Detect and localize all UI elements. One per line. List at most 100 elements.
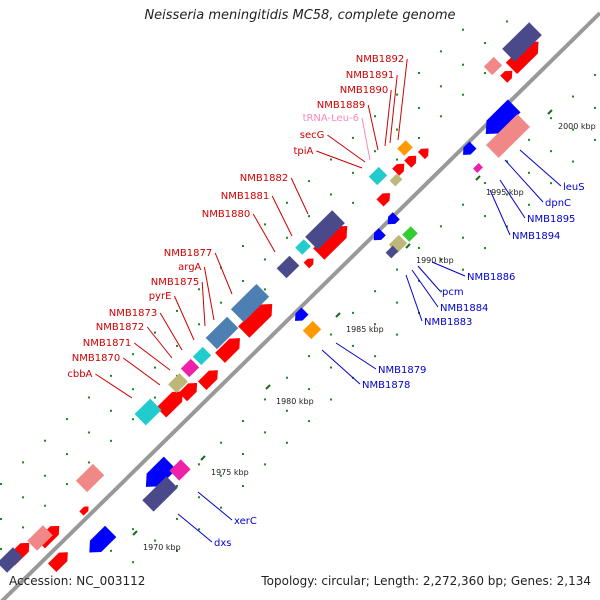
- tick-mark: [265, 384, 271, 390]
- reverse-box-4: [402, 226, 418, 242]
- track-dot: [88, 396, 90, 399]
- forward-box-0-shape: [0, 547, 23, 573]
- track-dot: [132, 561, 134, 564]
- reverse-gene-6-shape: [485, 99, 521, 135]
- gene-label-nmb1871: NMB1871: [83, 338, 131, 349]
- reverse-box-7-shape: [473, 163, 483, 173]
- track-dot: [132, 388, 134, 391]
- track-dot: [176, 309, 178, 312]
- leader-line: [411, 269, 439, 308]
- leader-line: [197, 491, 233, 521]
- track-dot: [550, 182, 552, 185]
- forward-gene-13-shape: [417, 148, 429, 160]
- leader-line: [367, 104, 379, 151]
- forward-gene-3: [156, 391, 183, 418]
- gene-label-nmb1877: NMB1877: [164, 248, 212, 259]
- leader-line: [397, 58, 408, 141]
- forward-box-11: [305, 210, 345, 250]
- reverse-gene-2-shape: [295, 307, 309, 321]
- leader-line: [327, 134, 366, 163]
- forward-gene-1: [47, 552, 68, 572]
- track-dot: [22, 526, 24, 529]
- forward-gene-15-shape: [500, 70, 513, 83]
- leader-line: [519, 149, 562, 187]
- genome-summary: Topology: circular; Length: 2,272,360 bp…: [261, 574, 591, 588]
- track-dot: [22, 496, 24, 499]
- track-dot: [528, 203, 530, 206]
- track-dot: [484, 72, 486, 75]
- gene-label-nmb1875: NMB1875: [151, 277, 199, 288]
- track-dot: [176, 344, 178, 347]
- track-dot: [506, 193, 508, 196]
- tick-mark: [132, 530, 138, 536]
- forward-box-6: [192, 346, 212, 366]
- track-dot: [484, 247, 486, 250]
- track-dot: [286, 201, 288, 204]
- forward-gene-5-shape: [197, 370, 218, 390]
- track-dot: [154, 396, 156, 399]
- gene-label-nmb1894: NMB1894: [512, 231, 560, 242]
- forward-gene-7: [238, 303, 273, 338]
- leader-line: [271, 195, 293, 237]
- track-dot: [462, 203, 464, 206]
- gene-label-nmb1882: NMB1882: [240, 173, 288, 184]
- track-dot: [176, 484, 178, 487]
- forward-gene-14: [505, 41, 539, 75]
- forward-gene-8-shape: [313, 225, 348, 260]
- gene-label-dpnc: dpnC: [545, 198, 571, 209]
- gene-label-nmb1889: NMB1889: [317, 100, 365, 111]
- forward-gene-14-shape: [505, 41, 539, 75]
- track-dot: [462, 268, 464, 271]
- track-dot: [396, 301, 398, 304]
- track-dot: [352, 201, 354, 204]
- gene-label-nmb1886: NMB1886: [467, 272, 515, 283]
- tick-label: 2000 kbp: [558, 122, 596, 131]
- leader-line: [504, 159, 544, 203]
- gene-label-arga: argA: [178, 262, 201, 273]
- reverse-box-6-shape: [486, 114, 530, 158]
- forward-box-8: [230, 283, 270, 323]
- gene-label-nmb1870: NMB1870: [72, 353, 120, 364]
- gene-label-tpia: tpiA: [294, 146, 314, 157]
- leader-line: [252, 213, 276, 253]
- track-dot: [506, 20, 508, 23]
- tick-label: 1975 kbp: [211, 468, 249, 477]
- track-dot: [308, 420, 310, 423]
- track-dot: [462, 93, 464, 96]
- gene-label-nmb1879: NMB1879: [378, 365, 426, 376]
- reverse-box-5: [385, 245, 399, 259]
- leader-line: [431, 261, 466, 277]
- feature-layer: [0, 11, 600, 600]
- forward-gene-9-shape: [303, 258, 314, 269]
- gene-label-nmb1895: NMB1895: [527, 214, 575, 225]
- track-dot: [330, 366, 332, 369]
- leader-line: [405, 274, 423, 322]
- track-dot: [154, 366, 156, 369]
- forward-box-13-shape: [389, 173, 403, 187]
- leader-line: [316, 150, 363, 169]
- leader-line: [177, 513, 213, 543]
- tick-label: 1990 kbp: [416, 256, 454, 265]
- gene-label-nmb1880: NMB1880: [202, 209, 250, 220]
- forward-box-13: [389, 173, 403, 187]
- forward-gene-8: [313, 225, 348, 260]
- forward-gene-6-shape: [215, 338, 240, 363]
- track-dot: [0, 548, 2, 550]
- reverse-gene-0-shape: [89, 525, 117, 553]
- track-dot: [418, 106, 420, 109]
- accession-text: Accession: NC_003112: [9, 574, 146, 588]
- reverse-box-0: [142, 476, 178, 512]
- tick-label: 1980 kbp: [276, 397, 314, 406]
- gene-label-nmb1872: NMB1872: [96, 322, 144, 333]
- reverse-gene-5-shape: [463, 141, 477, 155]
- leader-line: [290, 177, 309, 215]
- forward-box-8-shape: [230, 283, 270, 323]
- forward-box-11-shape: [305, 210, 345, 250]
- track-dot: [396, 333, 398, 336]
- gene-label-pcm: pcm: [442, 287, 464, 298]
- track-dot: [154, 539, 156, 542]
- leader-line: [384, 89, 392, 147]
- track-dot: [352, 136, 354, 139]
- forward-box-1: [27, 525, 53, 551]
